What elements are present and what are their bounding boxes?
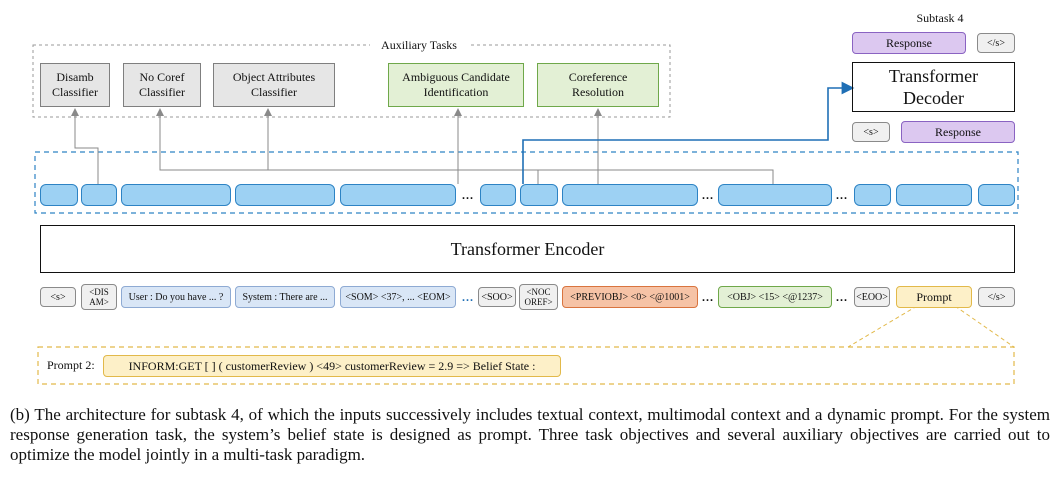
aux-tasks-region xyxy=(32,44,671,118)
token-system-utterance: System : There are ... xyxy=(235,286,335,308)
coreference-resolution-box: Coreference Resolution xyxy=(537,63,659,107)
disamb-classifier-box: Disamb Classifier xyxy=(40,63,110,107)
ellipsis: ... xyxy=(836,187,848,202)
token-previobj: <PREVIOBJ> <0> <@1001> xyxy=(562,286,698,308)
subtask-label: Subtask 4 xyxy=(916,10,964,25)
decoder-input-response: Response xyxy=(901,121,1015,143)
token-start: <s> xyxy=(40,287,76,307)
token-disam: <DIS AM> xyxy=(81,284,117,310)
token-eoo: <EOO> xyxy=(854,287,890,307)
embedding-token xyxy=(718,184,832,206)
token-end: </s> xyxy=(978,287,1015,307)
token-user-utterance: User : Do you have ... ? xyxy=(121,286,231,308)
decoder-output-end: </s> xyxy=(977,33,1015,53)
ellipsis: ... xyxy=(462,289,474,304)
figure-caption: (b) The architecture for subtask 4, of w… xyxy=(10,405,1050,464)
embedding-token xyxy=(562,184,698,206)
ambiguous-candidate-box: Ambiguous Candidate Identification xyxy=(388,63,524,107)
ellipsis: ... xyxy=(702,289,714,304)
embedding-token xyxy=(978,184,1015,206)
embedding-token xyxy=(854,184,891,206)
embedding-token xyxy=(40,184,78,206)
token-som-eom: <SOM> <37>, ... <EOM> xyxy=(340,286,456,308)
embedding-token xyxy=(340,184,456,206)
token-prompt: Prompt xyxy=(896,286,972,308)
decoder-output-response: Response xyxy=(852,32,966,54)
no-coref-classifier-box: No Coref Classifier xyxy=(123,63,201,107)
embedding-token xyxy=(121,184,231,206)
token-soo: <SOO> xyxy=(478,287,516,307)
decoder-input-start: <s> xyxy=(852,122,890,142)
ellipsis: ... xyxy=(702,187,714,202)
transformer-decoder: Transformer Decoder xyxy=(852,62,1015,112)
ellipsis: ... xyxy=(462,187,474,202)
prompt-panel-border xyxy=(37,346,1015,385)
prompt-text: INFORM:GET [ ] ( customerReview ) <49> c… xyxy=(103,355,561,377)
ellipsis: ... xyxy=(836,289,848,304)
token-nocoref: <NOC OREF> xyxy=(519,284,558,310)
embedding-token xyxy=(896,184,972,206)
token-obj: <OBJ> <15> <@1237> xyxy=(718,286,832,308)
transformer-encoder: Transformer Encoder xyxy=(40,225,1015,273)
object-attributes-classifier-box: Object Attributes Classifier xyxy=(213,63,335,107)
embedding-token xyxy=(520,184,558,206)
embedding-token xyxy=(480,184,516,206)
prompt-label: Prompt 2: xyxy=(47,358,95,372)
embedding-token xyxy=(235,184,335,206)
embedding-token xyxy=(81,184,117,206)
aux-tasks-label: Auxiliary Tasks xyxy=(370,37,468,53)
